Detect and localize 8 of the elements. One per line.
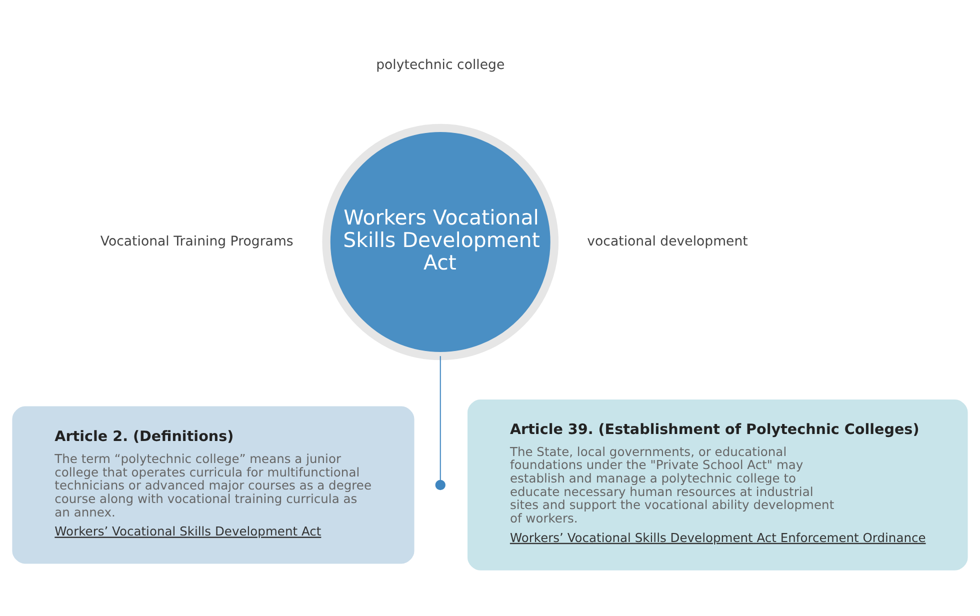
node-circle: Workers Vocational Skills Development Act [322,123,559,360]
label: Vocational Training Programs [100,234,294,249]
node-circle [435,479,446,490]
node-box: Article 39. (Establishment of Polytechnic Colleges) The State, local governments, or educational foundations under the "Private School Act" may establish and manage a polytechnic college to educate necessary human resources at industrial sites and support the vocational ability development of workers. Workers’ Vocational Skills Development Act Enforcement Ordinance [468,399,968,570]
connector [440,356,441,480]
node-box: Article 2. (Definitions) The term “polytechnic college” means a junior college that operates curricula for multifunctional technicians or advanced major courses as a degree course along with vocational training curricula as an annex. Workers’ Vocational Skills Development Act [12,406,414,564]
label: vocational development [587,234,748,249]
label: polytechnic college [376,57,505,72]
